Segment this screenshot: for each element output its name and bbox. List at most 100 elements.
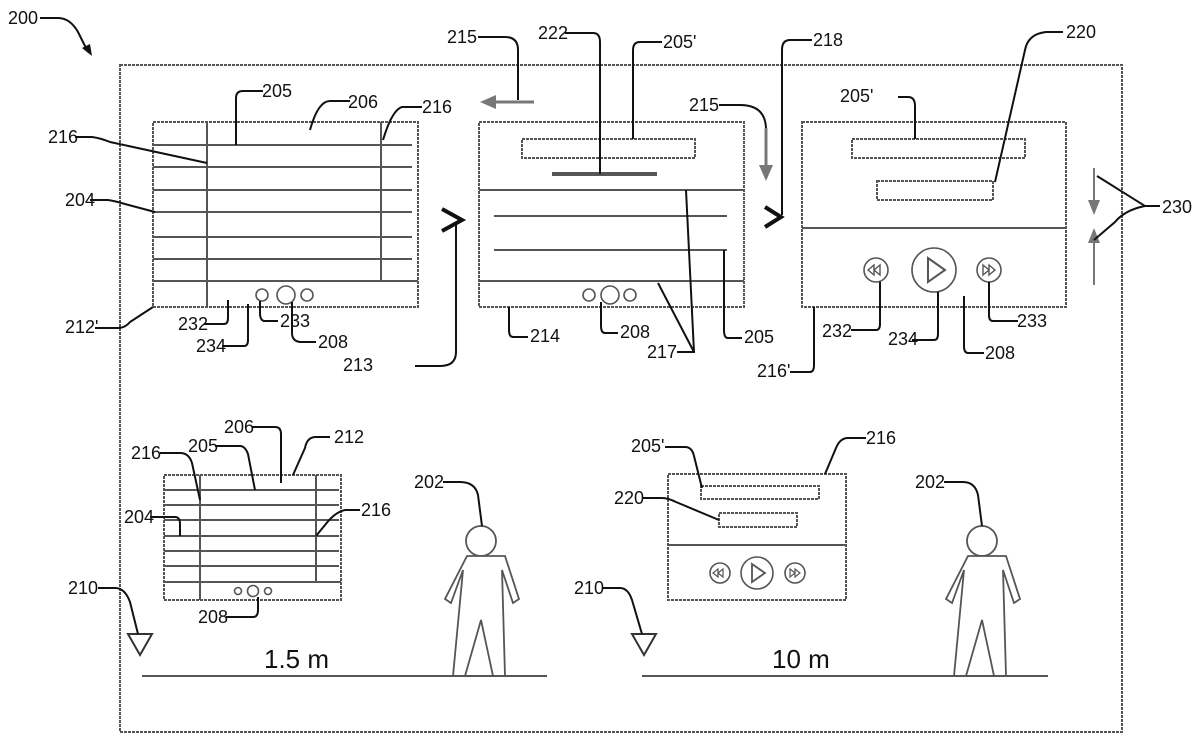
play-button[interactable] (601, 286, 619, 304)
ref-label: 202 (414, 472, 444, 492)
rewind-icon[interactable] (864, 258, 888, 282)
shape (741, 557, 773, 589)
ref-label: 208 (198, 607, 228, 627)
shape (719, 513, 797, 527)
arrow-down-icon (759, 128, 773, 181)
ref-label: 216 (361, 500, 391, 520)
shape (153, 122, 418, 307)
previous-button[interactable] (583, 289, 595, 301)
chevron-right-icon (442, 209, 462, 231)
shape (946, 556, 1020, 676)
rewind-icon[interactable] (710, 563, 730, 583)
shape (522, 139, 695, 158)
ref-label: 210 (68, 578, 98, 598)
leader-line (665, 447, 702, 488)
shape (912, 248, 956, 292)
viewpoint-triangle-icon (128, 634, 152, 655)
next-button[interactable] (301, 289, 313, 301)
ref-label: 220 (1066, 22, 1096, 42)
leader-line (90, 200, 155, 212)
shape (967, 526, 997, 556)
play-icon[interactable] (741, 557, 773, 589)
leader-line (602, 588, 642, 634)
leader-line (782, 40, 812, 215)
shape (466, 526, 496, 556)
leader-line (75, 137, 207, 163)
ref-label: 216 (48, 127, 78, 147)
leader-line (1094, 176, 1145, 240)
figure-number: 200 (8, 8, 38, 28)
shape (153, 145, 418, 281)
panel-transition-ui (479, 122, 744, 307)
title-field (852, 139, 1025, 158)
previous-button[interactable] (235, 588, 242, 595)
ref-label: 215 (447, 27, 477, 47)
leader-line (633, 42, 662, 139)
previous-button[interactable] (256, 289, 268, 301)
shape (759, 165, 773, 181)
play-icon[interactable] (912, 248, 956, 292)
leader-line (95, 307, 153, 328)
ref-label: 217 (647, 342, 677, 362)
distance-label: 10 m (772, 644, 830, 674)
play-button[interactable] (248, 586, 259, 597)
leader-line (236, 91, 263, 145)
panel-media-ui (802, 122, 1066, 307)
arrow-left-icon (480, 95, 534, 109)
ref-label: 206 (348, 92, 378, 112)
ref-label: 206 (224, 417, 254, 437)
play-button[interactable] (277, 286, 295, 304)
ref-label: 208 (620, 322, 650, 342)
ref-label: 218 (813, 30, 843, 50)
leader-line (677, 190, 694, 352)
ref-label: 205' (631, 436, 664, 456)
leader-line (898, 97, 915, 139)
ref-label: 232 (178, 314, 208, 334)
ref-label: 212' (65, 317, 98, 337)
leader-line (995, 32, 1063, 182)
figure-leader (40, 18, 88, 52)
ref-label: 216 (866, 428, 896, 448)
leader-line (790, 307, 814, 372)
leader-line (944, 482, 982, 526)
next-button[interactable] (624, 289, 636, 301)
ref-label: 233 (280, 311, 310, 331)
shape (445, 556, 519, 676)
ref-label: 232 (822, 321, 852, 341)
ref-label: 205 (188, 436, 218, 456)
ref-label: 205' (663, 32, 696, 52)
leader-line (643, 498, 719, 520)
leader-line (415, 222, 456, 366)
ref-label: 208 (985, 343, 1015, 363)
leader-line (719, 105, 766, 128)
far-display-media (668, 474, 846, 600)
fast-forward-icon[interactable] (977, 258, 1001, 282)
leader-line (964, 296, 984, 353)
leader-line (98, 588, 138, 634)
leader-line (724, 250, 742, 338)
leader-line (316, 510, 360, 536)
leader-line (293, 437, 330, 475)
leader-line (443, 482, 482, 526)
ref-label: 214 (530, 326, 560, 346)
fast-forward-icon[interactable] (785, 563, 805, 583)
ref-label: 216 (131, 443, 161, 463)
leader-line (989, 282, 1018, 321)
near-display-table (164, 475, 341, 600)
leader-line (260, 301, 278, 321)
ref-label: 230 (1162, 197, 1192, 217)
shape (1088, 200, 1100, 215)
ref-label: 208 (318, 332, 348, 352)
arrow-icon (82, 44, 92, 56)
person-icon (946, 526, 1020, 676)
shape (701, 486, 819, 499)
leader-line (383, 107, 422, 140)
ref-label: 205 (744, 327, 774, 347)
ref-label: 216 (422, 97, 452, 117)
shape (479, 122, 744, 307)
ref-label: 220 (614, 488, 644, 508)
distance-label: 1.5 m (264, 644, 329, 674)
next-button[interactable] (265, 588, 272, 595)
ref-label: 202 (915, 472, 945, 492)
